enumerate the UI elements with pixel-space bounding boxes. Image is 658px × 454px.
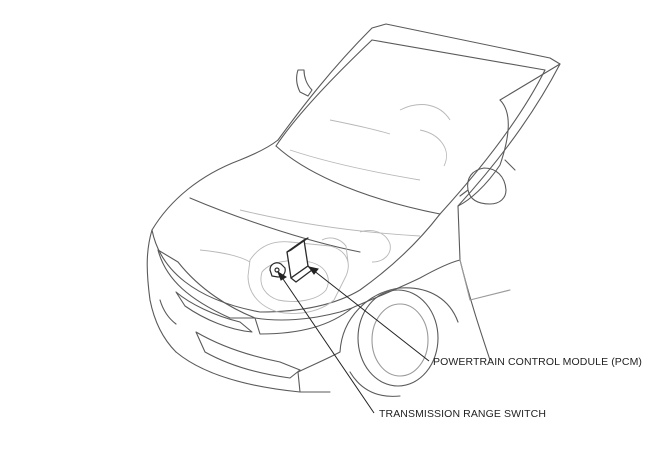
dash-line — [289, 149, 421, 181]
door-frame — [457, 205, 491, 361]
trs-component — [269, 262, 286, 278]
hood-left-edge — [151, 229, 261, 313]
bumper-corner-right — [297, 351, 341, 393]
intake-duct — [199, 249, 251, 263]
hood-crease — [189, 197, 361, 253]
pcm-leader-arrow — [307, 266, 319, 275]
interior-seat — [399, 104, 451, 121]
leader-lines — [277, 266, 430, 414]
pcm-leader-line — [312, 269, 430, 362]
pcm-callout-label: POWERTRAIN CONTROL MODULE (PCM) — [433, 356, 643, 368]
front-wheel — [357, 289, 439, 387]
headlight-left — [157, 249, 256, 319]
windshield-left-pillar — [275, 39, 373, 147]
pcm-box-top — [286, 237, 309, 253]
dash-vent — [329, 119, 391, 135]
strut-tower — [359, 230, 391, 263]
firewall-line — [239, 209, 421, 237]
side-mirror — [467, 167, 507, 205]
pcm-component — [286, 237, 313, 283]
wheel-lower — [349, 371, 401, 397]
front-fascia-left — [146, 229, 177, 353]
cowl-line — [275, 145, 441, 215]
side-sill — [459, 259, 511, 301]
engine-bay-hidden-lines — [199, 104, 451, 314]
front-wheel-arch — [339, 287, 459, 353]
trs-shaft — [274, 267, 280, 273]
dash-steering — [419, 129, 447, 167]
door-window-line — [457, 99, 509, 207]
roofline — [277, 23, 561, 141]
windshield-right-pillar — [439, 69, 546, 215]
hood-right-edge — [259, 213, 441, 313]
bumper-lower — [175, 351, 331, 393]
grille-bottom — [195, 331, 301, 379]
trs-leader-line — [280, 275, 375, 414]
trs-callout-label: TRANSMISSION RANGE SWITCH — [379, 408, 547, 420]
car-outline — [146, 23, 561, 397]
wiper-left — [296, 69, 313, 97]
battery-tray — [321, 237, 349, 263]
door-line — [504, 159, 516, 171]
side-mirror-mount — [459, 189, 469, 197]
hood-front-edge — [151, 139, 279, 231]
engine-block — [247, 241, 349, 314]
a-pillar-outer — [457, 63, 561, 207]
fog-light-left — [159, 299, 177, 325]
windshield-top — [371, 39, 546, 71]
trs-leader-arrow — [277, 270, 287, 281]
grille-top — [175, 291, 253, 333]
front-wheel-rim — [371, 303, 429, 377]
